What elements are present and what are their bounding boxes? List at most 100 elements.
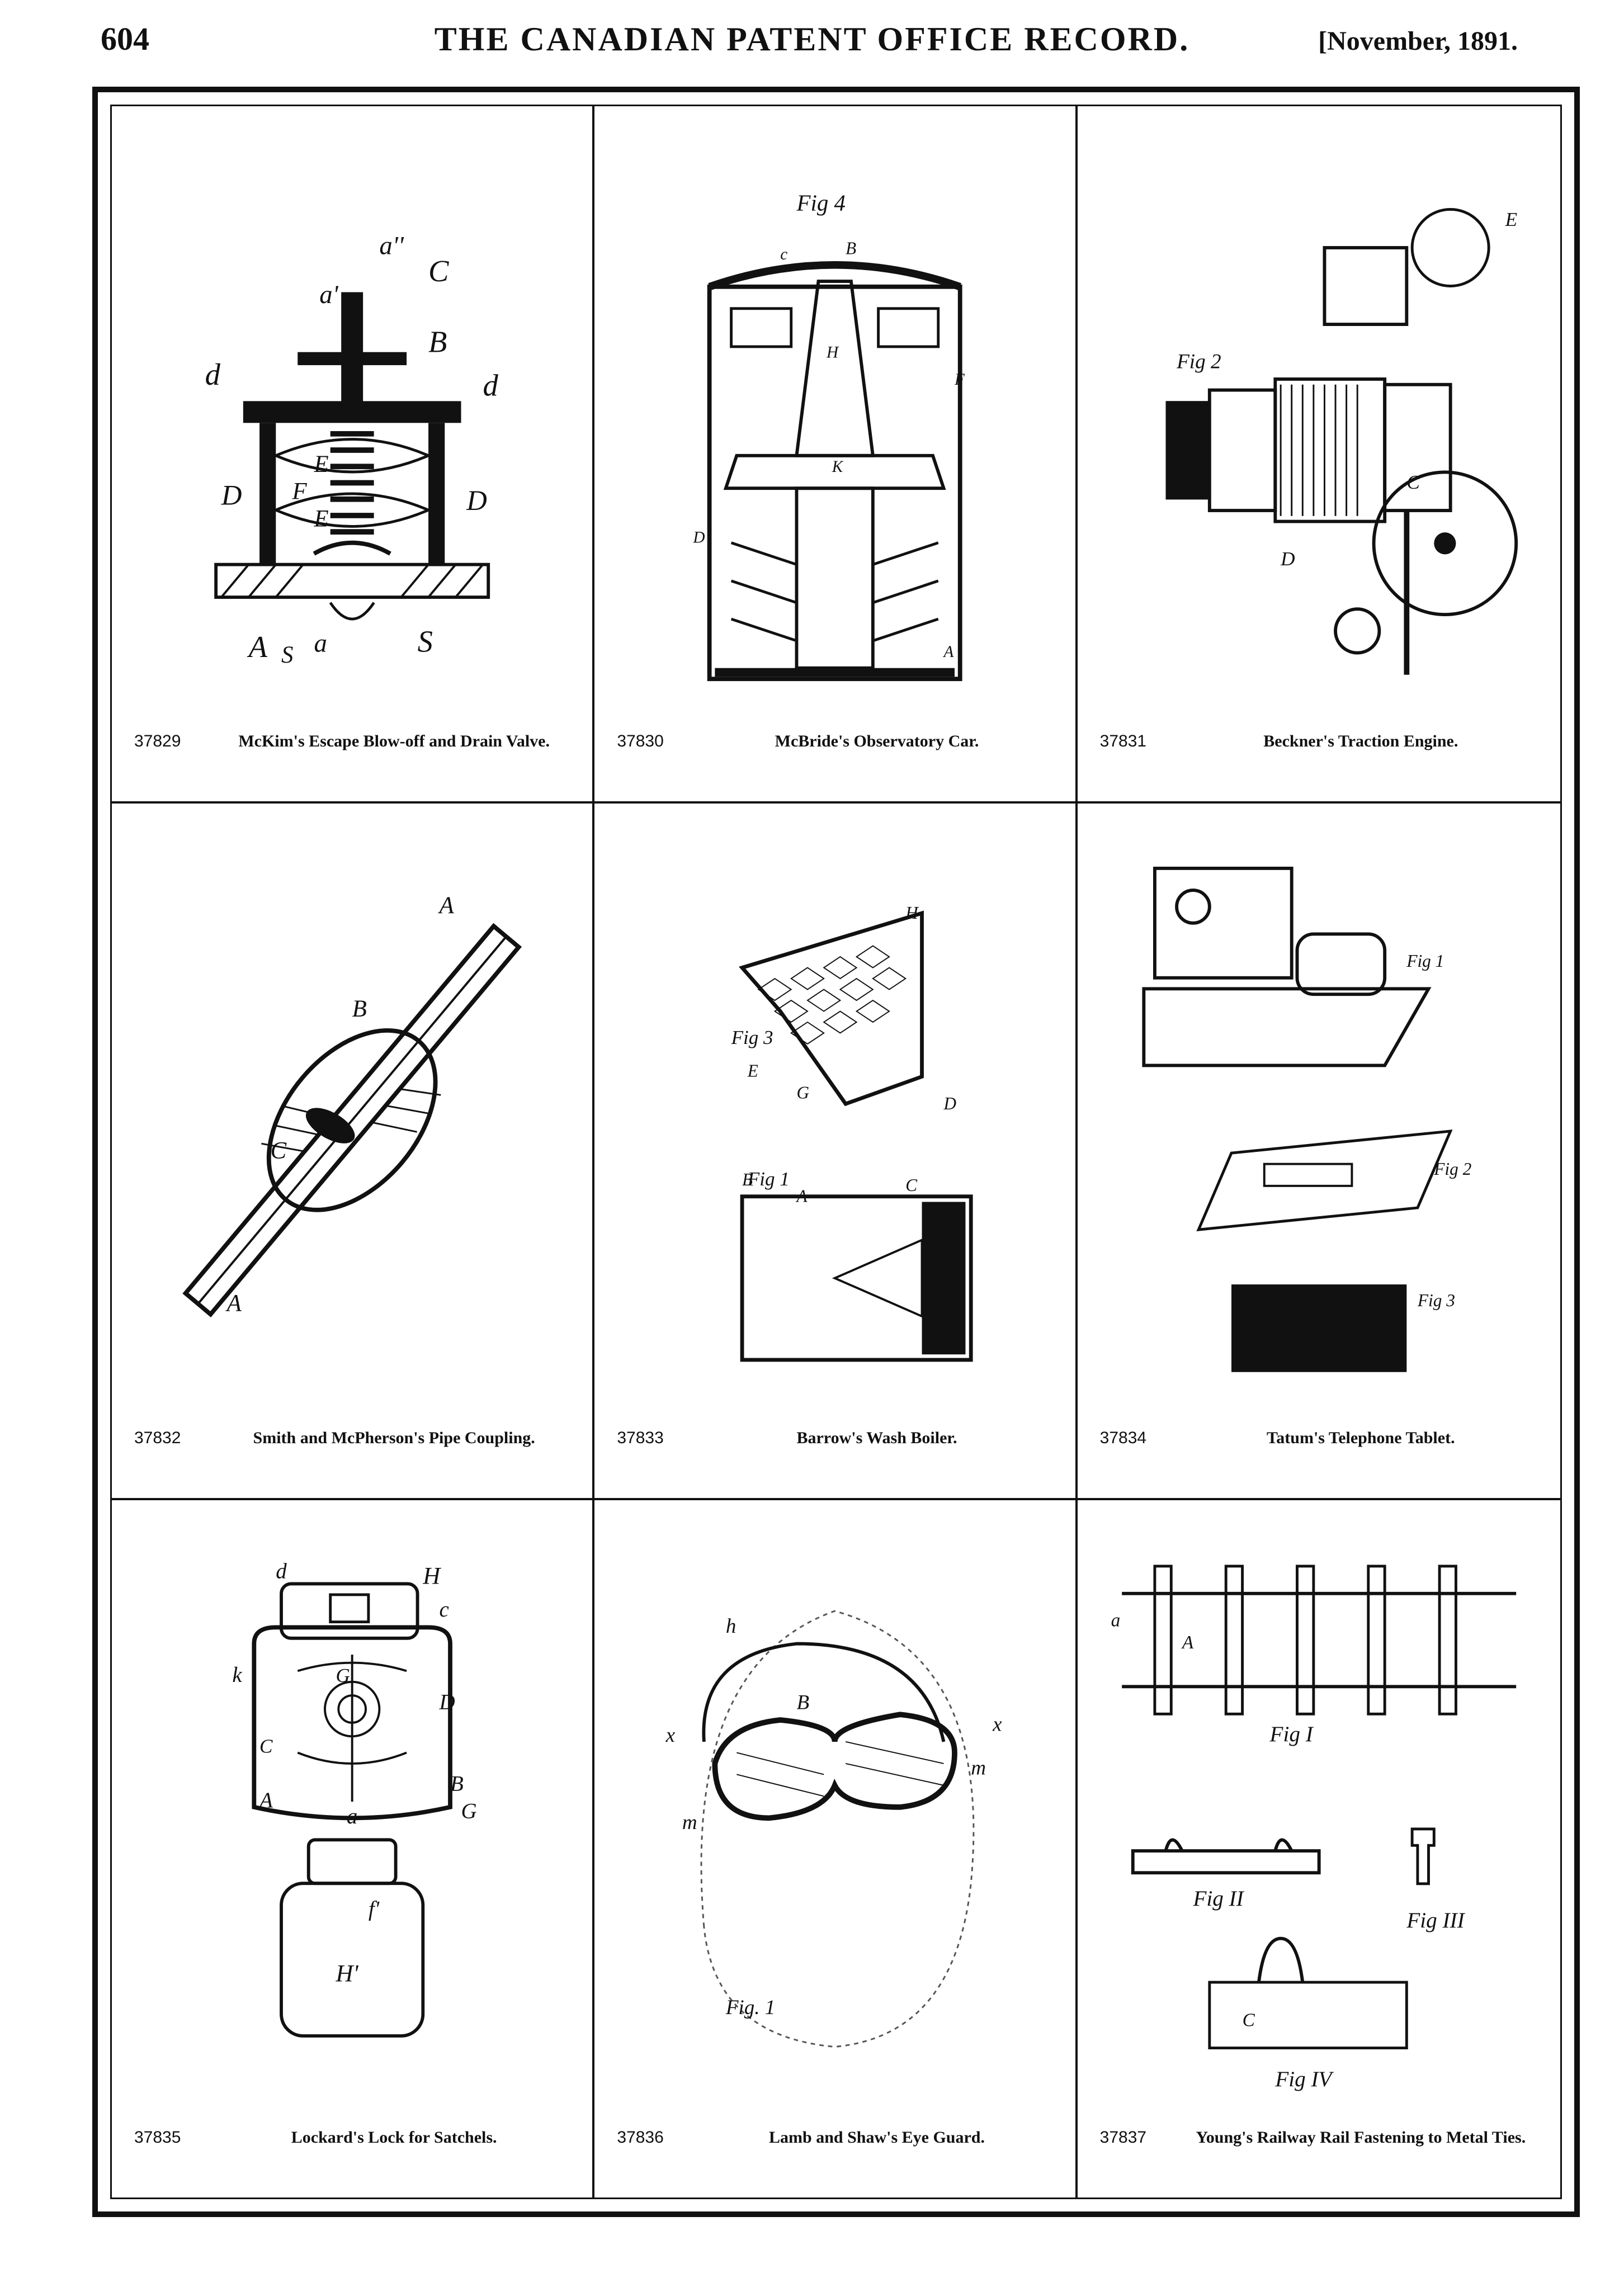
svg-text:C: C <box>259 1736 273 1757</box>
svg-text:A: A <box>1181 1632 1194 1653</box>
patent-caption: 37837 Young's Railway Rail Fastening to … <box>1100 2123 1538 2184</box>
svg-text:C: C <box>1242 2010 1255 2031</box>
svg-text:H': H' <box>335 1961 358 1987</box>
svg-text:Fig 1: Fig 1 <box>1406 951 1444 971</box>
svg-text:E: E <box>1504 209 1517 230</box>
svg-text:E: E <box>313 505 328 532</box>
svg-text:B: B <box>846 238 856 258</box>
patent-caption: 37829 McKim's Escape Blow-off and Drain … <box>134 726 570 788</box>
svg-text:S: S <box>418 624 433 658</box>
svg-text:Fig III: Fig III <box>1406 1908 1465 1932</box>
svg-text:Fig 3: Fig 3 <box>1417 1291 1455 1310</box>
svg-text:D: D <box>1280 548 1295 570</box>
traction-engine-drawing: Fig 2 EC D <box>1165 208 1518 675</box>
patent-number: 37833 <box>617 1429 664 1448</box>
patent-title: Smith and McPherson's Pipe Coupling. <box>253 1429 535 1448</box>
svg-text:F: F <box>292 479 308 505</box>
patent-title: McBride's Observatory Car. <box>775 731 979 750</box>
svg-text:B: B <box>352 996 367 1022</box>
svg-text:E: E <box>747 1061 758 1080</box>
svg-text:Fig 4: Fig 4 <box>796 190 846 215</box>
patent-number: 37830 <box>617 731 664 750</box>
svg-text:A: A <box>796 1186 808 1206</box>
svg-text:a: a <box>314 628 327 658</box>
svg-text:f': f' <box>369 1897 380 1921</box>
svg-text:G: G <box>797 1083 810 1102</box>
patent-number: 37834 <box>1099 1429 1147 1448</box>
svg-text:D: D <box>466 485 487 516</box>
svg-text:S: S <box>281 642 293 668</box>
svg-text:H: H <box>422 1563 441 1590</box>
patent-title: Young's Railway Rail Fastening to Metal … <box>1196 2128 1526 2147</box>
observatory-car-drawing: Fig 4 Bc HK AD F <box>693 190 965 682</box>
satchel-lock-drawing: HH' BG AD f'a cd kC G <box>232 1559 477 2038</box>
svg-text:B: B <box>428 325 447 359</box>
svg-text:Fig 3: Fig 3 <box>731 1027 773 1048</box>
patent-title: McKim's Escape Blow-off and Drain Valve. <box>238 731 550 750</box>
svg-text:Fig. 1: Fig. 1 <box>725 1996 775 2019</box>
svg-text:a: a <box>347 1804 357 1828</box>
svg-text:m: m <box>682 1811 697 1834</box>
journal-title: THE CANADIAN PATENT OFFICE RECORD. <box>434 21 1190 58</box>
patent-number: 37829 <box>134 731 181 750</box>
svg-text:A: A <box>438 892 455 919</box>
svg-text:F: F <box>954 371 965 389</box>
patent-number: 37831 <box>1099 731 1147 750</box>
svg-text:D: D <box>439 1690 455 1714</box>
svg-text:a': a' <box>319 280 338 309</box>
svg-text:B: B <box>450 1772 464 1796</box>
patent-number: 37832 <box>134 1429 181 1448</box>
patent-title: Beckner's Traction Engine. <box>1263 731 1458 750</box>
svg-text:Fig 1: Fig 1 <box>747 1168 790 1190</box>
svg-text:A: A <box>258 1788 273 1812</box>
svg-text:m: m <box>971 1757 986 1780</box>
svg-text:c: c <box>440 1598 449 1622</box>
patent-title: Lockard's Lock for Satchels. <box>291 2128 497 2147</box>
patent-caption: 37830 McBride's Observatory Car. <box>617 726 1052 788</box>
patent-number: 37835 <box>134 2128 181 2147</box>
svg-text:C: C <box>1406 471 1420 493</box>
svg-text:C: C <box>271 1137 287 1164</box>
svg-text:H: H <box>905 903 919 923</box>
svg-text:B: B <box>742 1170 753 1189</box>
patent-caption: 37835 Lockard's Lock for Satchels. <box>134 2123 570 2184</box>
svg-text:c: c <box>781 245 788 263</box>
patent-title: Barrow's Wash Boiler. <box>796 1429 957 1448</box>
svg-text:a: a <box>1111 1610 1120 1631</box>
svg-text:C: C <box>428 254 449 288</box>
patent-number: 37836 <box>617 2128 664 2147</box>
svg-text:Fig IV: Fig IV <box>1274 2067 1334 2091</box>
patent-caption: 37834 Tatum's Telephone Tablet. <box>1100 1423 1538 1485</box>
svg-text:A: A <box>943 643 954 661</box>
page-number: 604 <box>101 21 149 57</box>
svg-text:x: x <box>665 1724 676 1747</box>
patent-caption: 37833 Barrow's Wash Boiler. <box>617 1423 1052 1485</box>
issue-date: [November, 1891. <box>1318 26 1518 56</box>
svg-text:x: x <box>992 1713 1002 1736</box>
svg-text:Fig II: Fig II <box>1192 1887 1244 1911</box>
svg-text:d: d <box>483 368 498 403</box>
patent-caption: 37831 Beckner's Traction Engine. <box>1100 726 1538 788</box>
svg-text:K: K <box>832 458 844 476</box>
patent-caption: 37836 Lamb and Shaw's Eye Guard. <box>617 2123 1052 2184</box>
